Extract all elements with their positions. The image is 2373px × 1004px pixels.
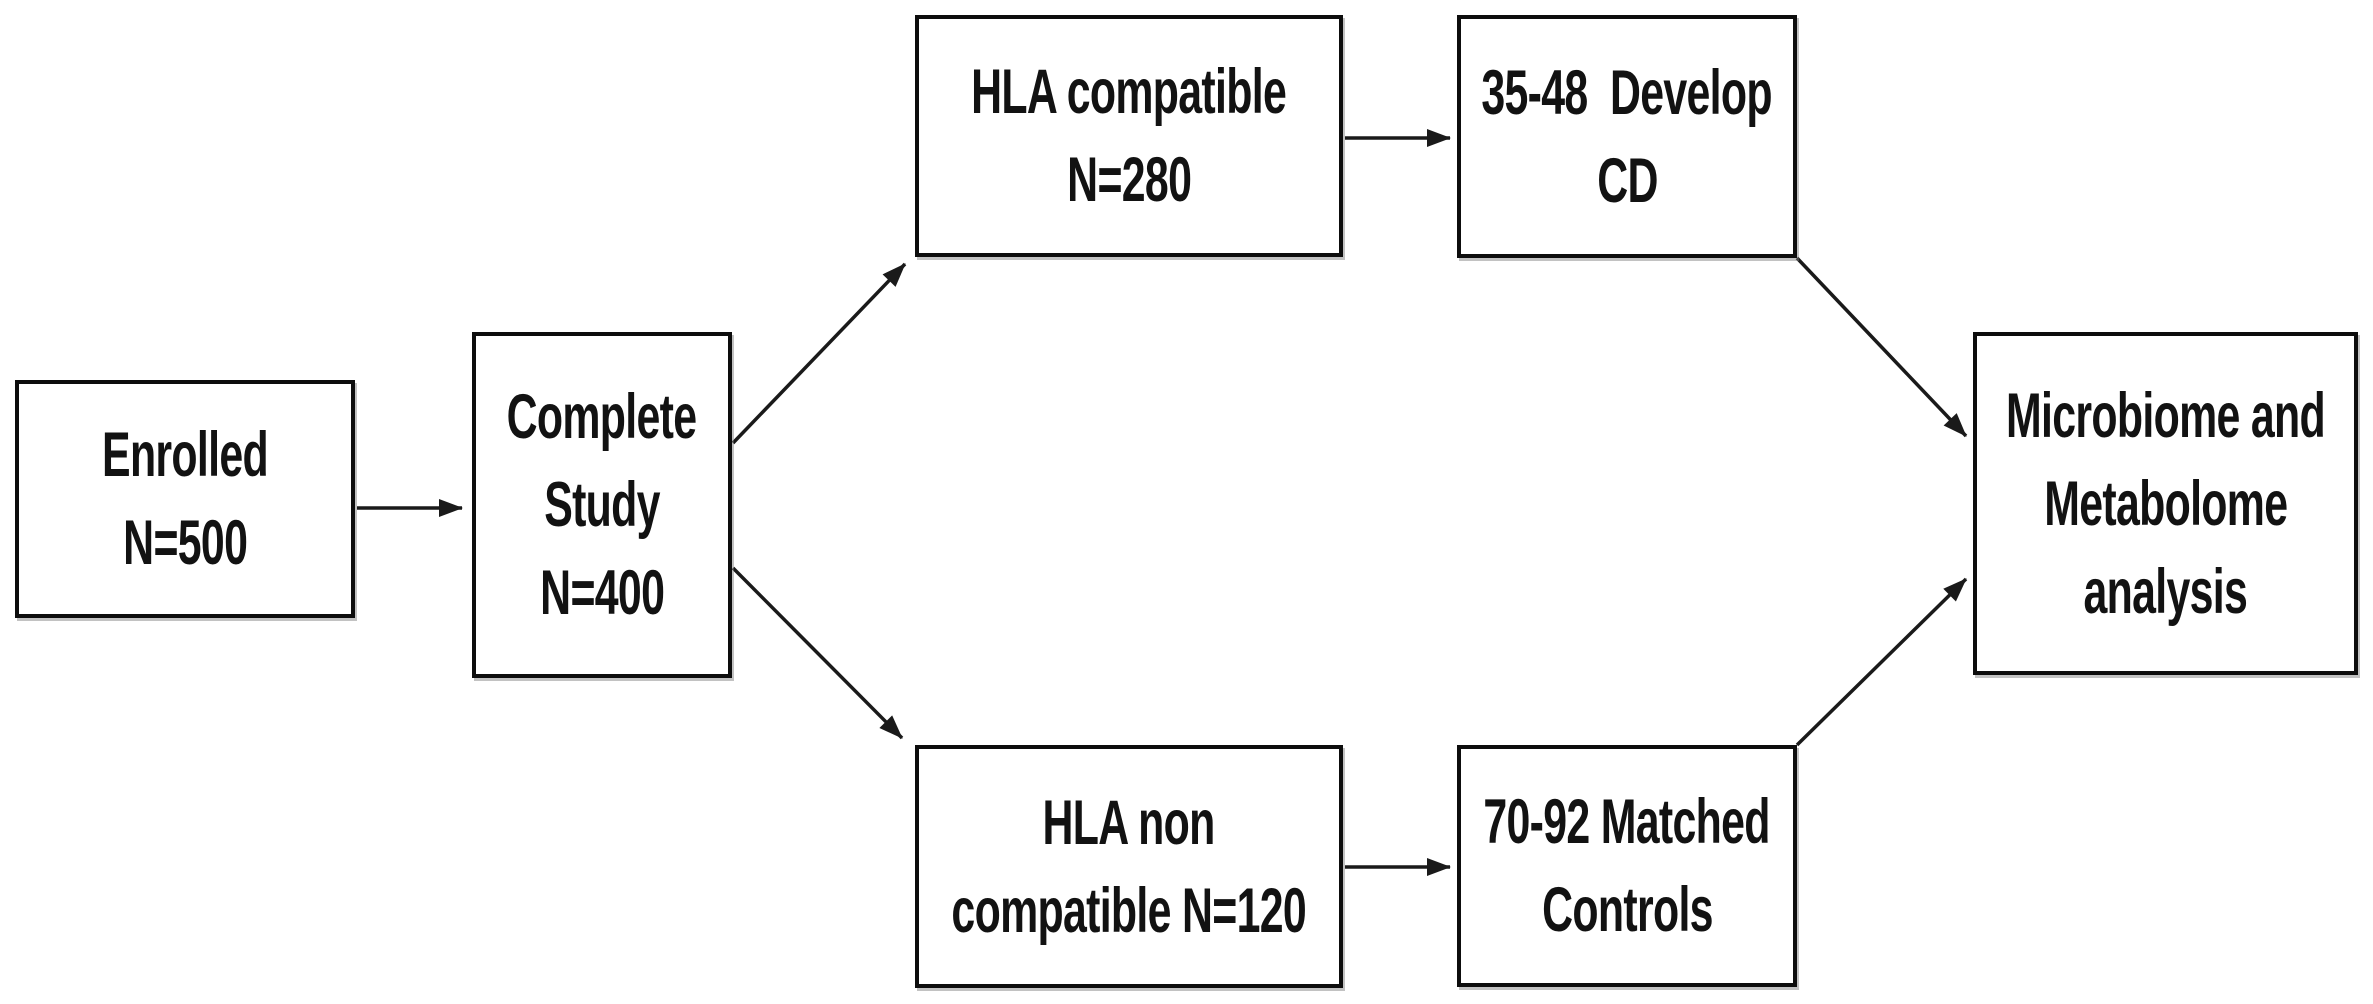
node-matched-controls-line-1: 70-92 Matched	[1483, 787, 1771, 857]
node-analysis-line-1: Microbiome and	[2006, 380, 2326, 451]
edge-matched-controls-to-analysis	[1795, 577, 1968, 747]
node-develop-cd-line-1: 35-48 Develop	[1481, 57, 1773, 128]
edge-complete-study-to-hla-compatible	[731, 262, 907, 445]
node-hla-non-compatible-line-1: HLA non	[1042, 787, 1216, 858]
node-complete-study-line-1: Complete	[507, 382, 697, 452]
node-matched-controls-line-2: Controls	[1541, 875, 1713, 945]
node-analysis: Microbiome and Metabolome analysis	[1973, 332, 2358, 675]
node-complete-study-line-3: N=400	[539, 558, 665, 628]
edge-complete-study-to-hla-non-compatible	[731, 566, 904, 740]
node-develop-cd-line-2: CD	[1596, 145, 1658, 216]
node-hla-non-compatible: HLA non compatible N=120	[915, 745, 1343, 988]
node-hla-compatible: HLA compatible N=280	[915, 15, 1343, 257]
edge-develop-cd-to-analysis	[1795, 256, 1968, 438]
node-hla-compatible-line-2: N=280	[1066, 145, 1192, 215]
node-enrolled-line-2: N=500	[122, 508, 248, 578]
node-enrolled: Enrolled N=500	[15, 380, 355, 618]
node-matched-controls: 70-92 Matched Controls	[1457, 745, 1797, 987]
node-hla-compatible-line-1: HLA compatible	[971, 57, 1288, 127]
node-complete-study: Complete Study N=400	[472, 332, 732, 678]
node-enrolled-line-1: Enrolled	[102, 420, 269, 490]
node-complete-study-line-2: Study	[544, 470, 660, 540]
node-hla-non-compatible-line-2: compatible N=120	[951, 875, 1307, 946]
node-analysis-line-2: Metabolome	[2043, 468, 2288, 539]
node-analysis-line-3: analysis	[2083, 556, 2248, 627]
node-develop-cd: 35-48 Develop CD	[1457, 15, 1797, 258]
